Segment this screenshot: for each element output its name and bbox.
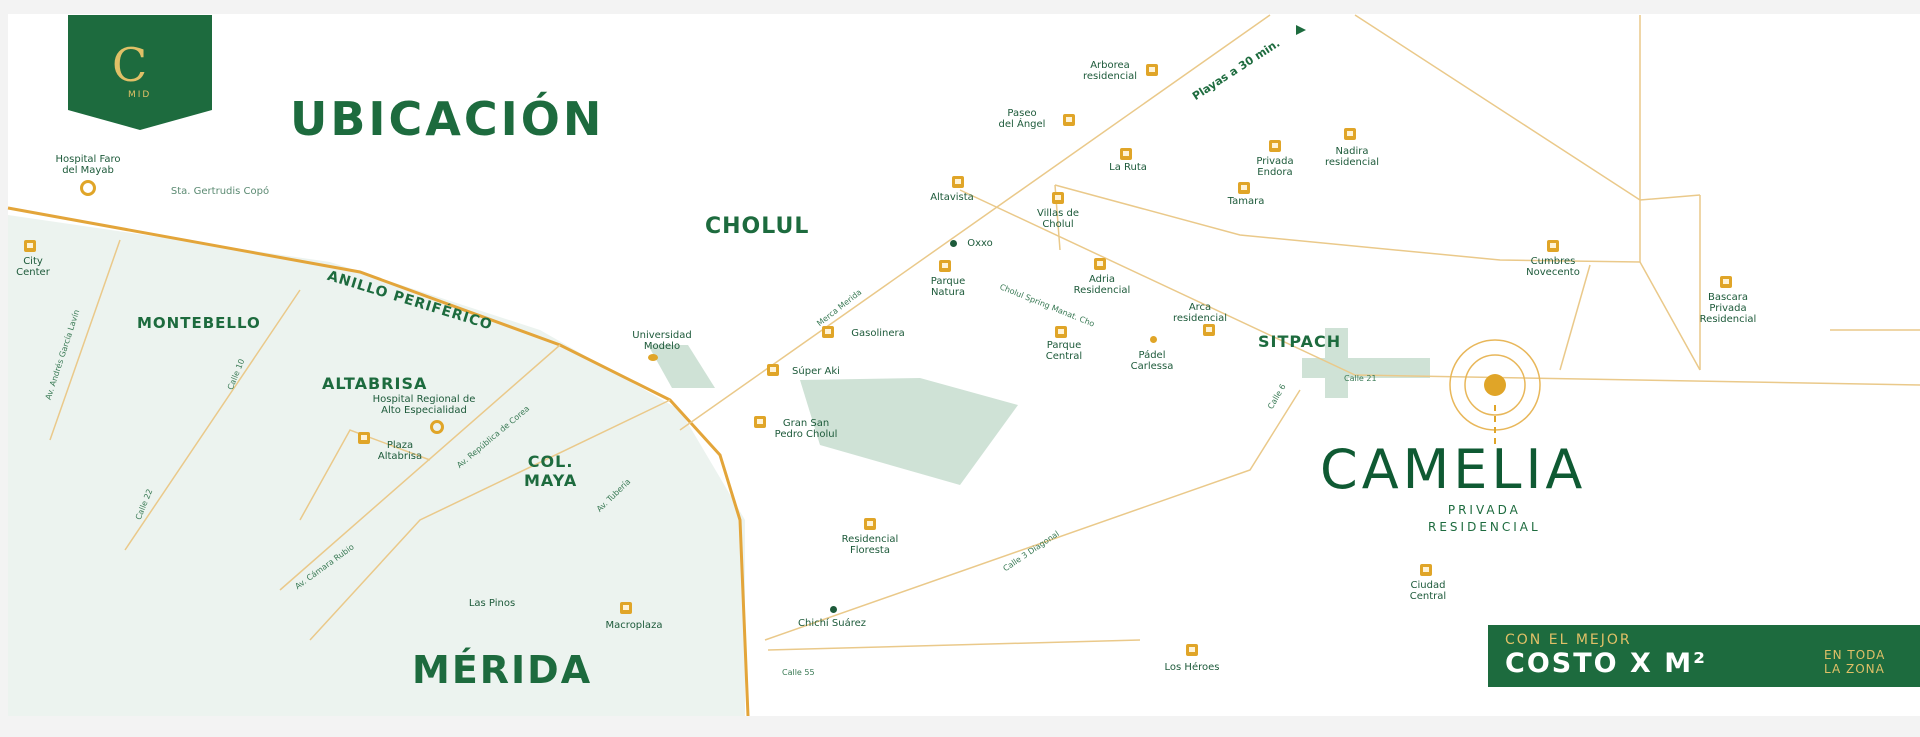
gasolinera-icon — [822, 326, 834, 338]
poi-universidad-modelo: Universidad Modelo — [632, 330, 692, 352]
poi-parque-natura: Parque Natura — [930, 276, 966, 298]
super-aki-icon — [767, 364, 779, 376]
endora-icon — [1269, 140, 1281, 152]
plaza-altabrisa-icon — [358, 432, 370, 444]
area-cholul: CHOLUL — [705, 214, 810, 239]
park-sitpach — [1302, 328, 1430, 398]
hospital-regional-icon — [430, 420, 444, 434]
park-universidad — [648, 345, 715, 388]
poi-ciudad-central: Ciudad Central — [1409, 580, 1447, 602]
area-sitpach: SITPACH — [1258, 332, 1342, 351]
merida-urban-area — [8, 215, 745, 716]
poi-parque-central: Parque Central — [1045, 340, 1083, 362]
gran-san-pedro-icon — [754, 416, 766, 428]
macroplaza-icon — [620, 602, 632, 614]
parque-natura-icon — [939, 260, 951, 272]
paseo-angel-icon — [1063, 114, 1075, 126]
poi-villas-cholul: Villas de Cholul — [1037, 208, 1079, 230]
poi-endora: Privada Endora — [1256, 156, 1294, 178]
parque-central-icon — [1055, 326, 1067, 338]
area-altabrisa: ALTABRISA — [322, 374, 428, 393]
area-merida: MÉRIDA — [412, 648, 593, 692]
camelia-subtitle: PRIVADA RESIDENCIAL — [1428, 503, 1541, 534]
playas-arrow — [1296, 25, 1306, 35]
poi-la-ruta: La Ruta — [1109, 162, 1147, 173]
tamara-icon — [1238, 182, 1250, 194]
poi-oxxo: Oxxo — [967, 238, 993, 249]
road-calle-21: Calle 21 — [1344, 374, 1377, 383]
poi-padel: Pádel Carlessa — [1130, 350, 1174, 372]
poi-gran-san-pedro: Gran San Pedro Cholul — [774, 418, 838, 440]
villas-cholul-icon — [1052, 192, 1064, 204]
logo-letter: C — [112, 38, 148, 92]
banner-line1: CON EL MEJOR — [1505, 632, 1632, 648]
poi-plaza-altabrisa: Plaza Altabrisa — [377, 440, 423, 462]
nadira-icon — [1344, 128, 1356, 140]
poi-las-pinos: Las Pinos — [468, 598, 516, 609]
arborea-icon — [1146, 64, 1158, 76]
poi-chichi-suarez: Chichí Suárez — [798, 618, 866, 629]
poi-cumbres: Cumbres Novecento — [1526, 256, 1580, 278]
camelia-target-mid — [1464, 354, 1526, 416]
camelia-target-dot — [1484, 374, 1506, 396]
poi-city-center: City Center — [16, 256, 50, 278]
chichi-suarez-icon — [830, 606, 837, 613]
los-heroes-icon — [1186, 644, 1198, 656]
poi-hospital-faro: Hospital Faro del Mayab — [55, 154, 121, 176]
hospital-faro-icon — [80, 180, 96, 196]
poi-arca: Arca residencial — [1172, 302, 1228, 324]
adria-icon — [1094, 258, 1106, 270]
floresta-icon — [864, 518, 876, 530]
poi-paseo-angel: Paseo del Ángel — [998, 108, 1046, 130]
poi-gasolinera: Gasolinera — [851, 328, 905, 339]
poi-nadira: Nadira residencial — [1324, 146, 1380, 168]
logo-text: MID — [128, 90, 152, 100]
poi-macroplaza: Macroplaza — [605, 620, 663, 631]
la-ruta-icon — [1120, 148, 1132, 160]
poi-floresta: Residencial Floresta — [841, 534, 899, 556]
arca-icon — [1203, 324, 1215, 336]
poi-super-aki: Súper Aki — [792, 366, 840, 377]
banner-line3: EN TODA LA ZONA — [1824, 648, 1886, 676]
area-montebello: MONTEBELLO — [137, 314, 261, 332]
poi-arborea: Arborea residencial — [1082, 60, 1138, 82]
oxxo-icon — [950, 240, 957, 247]
poi-bascara: Bascara Privada Residencial — [1699, 292, 1757, 325]
altavista-icon — [952, 176, 964, 188]
bascara-icon — [1720, 276, 1732, 288]
logo-badge — [68, 15, 212, 130]
banner-line2: COSTO X M² — [1505, 648, 1707, 679]
poi-hospital-regional: Hospital Regional de Alto Especialidad — [372, 394, 476, 416]
road-calle-55: Calle 55 — [782, 668, 815, 677]
poi-los-heroes: Los Héroes — [1164, 662, 1220, 673]
poi-sta-gertrudis: Sta. Gertrudis Copó — [170, 186, 270, 197]
park-cholul — [800, 378, 1018, 485]
poi-tamara: Tamara — [1227, 196, 1265, 207]
ciudad-central-icon — [1420, 564, 1432, 576]
poi-adria: Adria Residencial — [1073, 274, 1131, 296]
cumbres-icon — [1547, 240, 1559, 252]
page-title: UBICACIÓN — [290, 92, 605, 146]
poi-altavista: Altavista — [930, 192, 974, 203]
universidad-icon — [648, 354, 658, 361]
area-col-maya: COL. MAYA — [524, 452, 578, 490]
padel-icon — [1150, 336, 1157, 343]
camelia-name: CAMELIA — [1320, 438, 1587, 501]
city-center-icon — [24, 240, 36, 252]
promo-banner-bg — [1488, 625, 1920, 687]
